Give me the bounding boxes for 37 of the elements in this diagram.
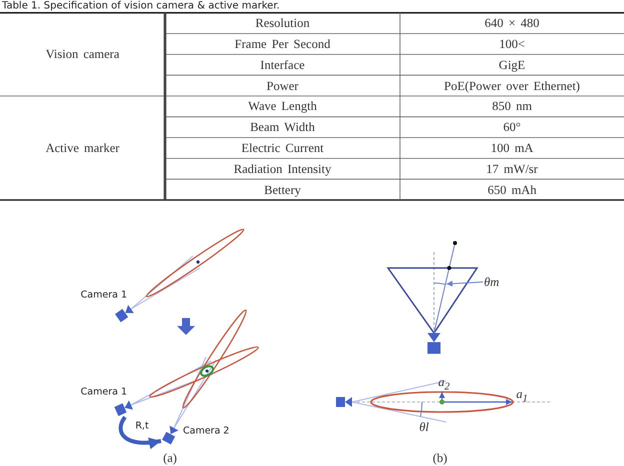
spec-value: GigE bbox=[498, 58, 526, 72]
angle-label: θl bbox=[419, 420, 429, 434]
angle-label: θm bbox=[484, 274, 500, 290]
spec-name: Interface bbox=[260, 58, 305, 72]
camera-icon bbox=[162, 426, 178, 444]
spec-name: Power bbox=[266, 78, 298, 93]
camera-label: Camera 1 bbox=[80, 290, 127, 302]
camera-label: Camera 2 bbox=[183, 426, 230, 438]
spec-value: 650 mAh bbox=[488, 182, 536, 197]
angle-arc bbox=[434, 282, 446, 285]
camera-icon bbox=[115, 304, 134, 322]
edge-label: R,t bbox=[135, 422, 149, 432]
panel-label: (a) bbox=[163, 450, 177, 466]
spec-name: Radiation Intensity bbox=[234, 162, 332, 176]
camera-label: Camera 1 bbox=[80, 388, 127, 398]
transform-arrow bbox=[118, 416, 162, 449]
spec-name: Wave Length bbox=[248, 99, 317, 114]
spec-value: 100< bbox=[499, 36, 525, 52]
category-label: Active marker bbox=[46, 140, 120, 156]
spec-name: Beam Width bbox=[250, 120, 315, 134]
axis-label: a$_{1}$ bbox=[516, 386, 528, 406]
axis-label: a$_{2}$ bbox=[438, 374, 450, 394]
category-label: Vision camera bbox=[46, 47, 120, 62]
spec-name: Resolution bbox=[255, 16, 310, 30]
spec-value: 850 nm bbox=[492, 99, 532, 114]
panel-label: (b) bbox=[432, 450, 448, 466]
spec-value: 100 mA bbox=[490, 140, 534, 156]
spec-name: Bettery bbox=[264, 182, 301, 197]
spec-value: 60° bbox=[503, 120, 521, 134]
spec-value: 17 mW/sr bbox=[486, 162, 538, 176]
spec-name: Frame Per Second bbox=[234, 36, 330, 52]
leader-arrow bbox=[446, 280, 484, 287]
spec-value: PoE(Power over Ethernet) bbox=[444, 78, 580, 93]
spec-value: 640 × 480 bbox=[484, 16, 540, 30]
spec-name: Electric Current bbox=[241, 140, 324, 156]
camera-icon bbox=[114, 400, 134, 416]
table-title: Table 1. Specification of vision camera & active marker. bbox=[2, 0, 280, 12]
